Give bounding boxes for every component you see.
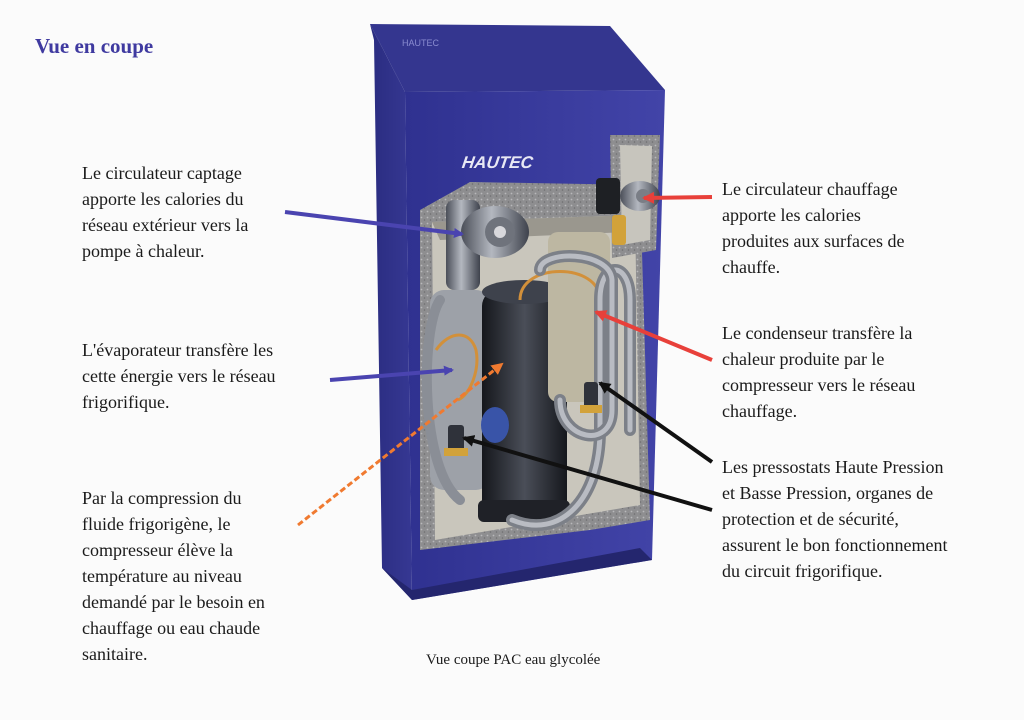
annotation-compression: Par la compression du fluide frigorigène… bbox=[82, 488, 265, 664]
figure-caption: Vue coupe PAC eau glycolée bbox=[426, 652, 601, 668]
pressostats bbox=[444, 382, 602, 456]
annotation-circulateur-chauffage: Le circulateur chauffage apporte les cal… bbox=[722, 179, 905, 277]
arrow-compression bbox=[297, 362, 504, 527]
arrow-condenseur bbox=[594, 310, 713, 362]
annotation-pressostats: Les pressostats Haute Pression et Basse … bbox=[722, 457, 948, 581]
arrow-pressostat-haute bbox=[598, 381, 714, 464]
circulateur-captage bbox=[446, 200, 529, 290]
pipes bbox=[421, 250, 636, 531]
annotation-circulateur-captage: Le circulateur captage apporte les calor… bbox=[82, 163, 249, 261]
arrow-circulateur-captage bbox=[284, 210, 464, 238]
brand-logo: HAUTEC bbox=[461, 153, 535, 172]
annotation-condenseur: Le condenseur transfère la chaleur produ… bbox=[722, 323, 916, 421]
annotation-evaporateur: L'évaporateur transfère les cette énergi… bbox=[82, 340, 276, 412]
svg-text:HAUTEC: HAUTEC bbox=[402, 38, 440, 48]
page-title: Vue en coupe bbox=[35, 34, 154, 58]
arrow-evaporateur bbox=[329, 365, 454, 382]
arrow-pressostat-basse bbox=[462, 435, 713, 512]
arrow-circulateur-chauffage bbox=[642, 191, 713, 204]
